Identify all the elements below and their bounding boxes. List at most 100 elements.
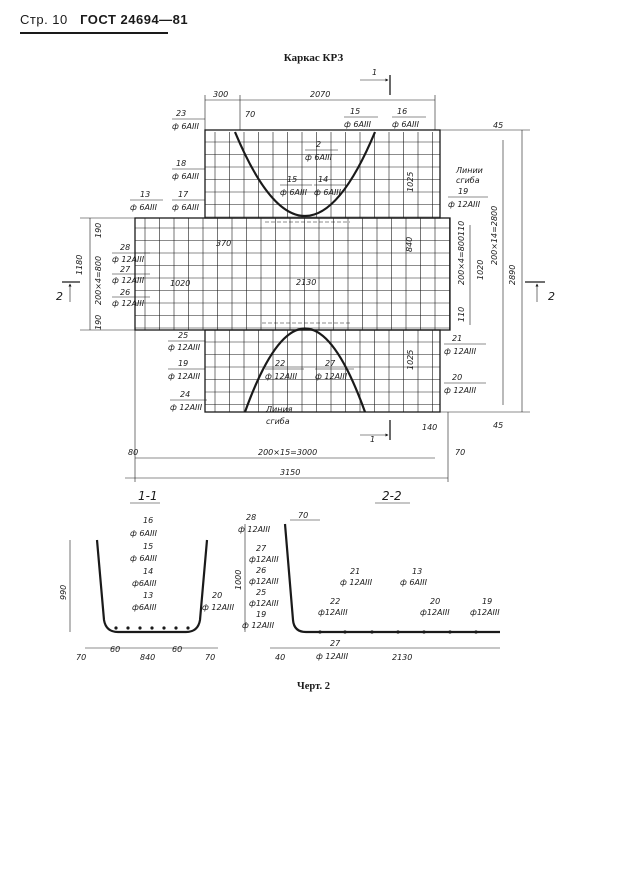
callout-19b-spec: ф 12АIII xyxy=(168,372,201,381)
section-cut-markers: 1 1 2 2 xyxy=(56,68,555,444)
callout-23-spec: ф 6АIII xyxy=(172,122,200,131)
mesh-lower-wing xyxy=(204,329,441,413)
callout-27b-num: 27 xyxy=(325,359,336,368)
dim-1-70-right: 70 xyxy=(205,653,215,662)
callout-13-spec: ф 6АIII xyxy=(130,203,158,212)
callout-14-spec: ф 6АIII xyxy=(314,188,342,197)
dim-1020-right: 1020 xyxy=(476,260,485,280)
callout-16-spec: ф 6АIII xyxy=(392,120,420,129)
mesh-upper-wing xyxy=(204,129,441,219)
s2-callout-19-num: 19 xyxy=(256,610,266,619)
s2-callout-21-num: 21 xyxy=(350,567,360,576)
s2-callout-28-num: 28 xyxy=(246,513,256,522)
dim-110-top: 110 xyxy=(457,221,466,236)
dim-45-bottom: 45 xyxy=(493,421,503,430)
dim-45-top: 45 xyxy=(493,121,503,130)
callout-17-num: 17 xyxy=(178,190,189,199)
dim-990: 990 xyxy=(59,585,68,600)
dim-2130: 2130 xyxy=(296,278,316,287)
callout-21-spec: ф 12АIII xyxy=(444,347,477,356)
s1-callout-16-num: 16 xyxy=(143,516,153,525)
dim-3150: 3150 xyxy=(280,468,300,477)
bend-label-bottom-1: Линия xyxy=(265,405,293,414)
callout-18-num: 18 xyxy=(176,159,186,168)
callout-24-num: 24 xyxy=(180,390,190,399)
s2-callout-13-spec: ф 6АIII xyxy=(400,578,428,587)
dim-840: 840 xyxy=(405,237,414,252)
callout-15b-num: 15 xyxy=(287,175,297,184)
dim-2-70: 70 xyxy=(298,511,308,520)
s2-callout-19-spec: ф 12АIII xyxy=(242,621,275,630)
s2-callout-20-num: 20 xyxy=(430,597,440,606)
callout-16-num: 16 xyxy=(397,107,407,116)
u-frame-profile xyxy=(95,539,209,634)
callout-22-num: 22 xyxy=(275,359,285,368)
callout-15a-spec: ф 6АIII xyxy=(344,120,372,129)
dim-2070: 2070 xyxy=(310,90,330,99)
dim-2-40: 40 xyxy=(275,653,285,662)
standard-code: ГОСТ 24694—81 xyxy=(80,12,189,27)
dim-140: 140 xyxy=(422,423,437,432)
s1-callout-13-spec: ф6АIII xyxy=(132,603,157,612)
section-1-1-title: 1-1 xyxy=(138,489,158,503)
cut-2-left: 2 xyxy=(56,290,63,303)
s1-callout-13-num: 13 xyxy=(143,591,153,600)
callout-27-num: 27 xyxy=(120,265,131,274)
dim-1-840: 840 xyxy=(140,653,155,662)
l-frame-profile xyxy=(283,523,500,634)
drawing-title: Каркас КРЗ xyxy=(283,52,344,64)
dim-2800: 200×14=2800 xyxy=(490,206,499,265)
callout-19a-num: 19 xyxy=(458,187,468,196)
dim-1025-bottom: 1025 xyxy=(406,350,415,370)
s2-callout-27b-num: 27 xyxy=(330,639,341,648)
dim-300: 300 xyxy=(213,90,228,99)
dim-1-60-left: 60 xyxy=(110,645,120,654)
callout-28-num: 28 xyxy=(120,243,130,252)
drawing-caption: Черт. 2 xyxy=(297,681,330,692)
s2-callout-27-spec: ф12АIII xyxy=(249,555,279,564)
dim-190-top: 190 xyxy=(94,223,103,238)
dim-1025-top: 1025 xyxy=(406,172,415,192)
mesh-wide-band xyxy=(134,217,451,331)
callout-27b-spec: ф 12АIII xyxy=(315,372,348,381)
cut-1-top: 1 xyxy=(372,68,377,77)
dim-1000: 1000 xyxy=(234,570,243,590)
dim-2890: 2890 xyxy=(508,265,517,285)
bend-label-bottom-2: сгиба xyxy=(266,417,290,426)
s2-callout-25-num: 25 xyxy=(256,588,266,597)
callout-17-spec: ф 6АIII xyxy=(172,203,200,212)
section-2-2-title: 2-2 xyxy=(382,489,402,503)
section-2-2: 2-2 1000 70 40 2130 28 ф 12АIII 27 ф12АI… xyxy=(234,489,500,662)
callout-20-num: 20 xyxy=(452,373,462,382)
plan-callouts: 23 ф 6АIII 15 ф 6АIII 16 ф 6АIII 2 ф 6АI… xyxy=(112,107,488,426)
callout-2-spec: ф 6АIII xyxy=(305,153,333,162)
s1-callout-16-spec: ф 6АIII xyxy=(130,529,158,538)
callout-19a-spec: ф 12АIII xyxy=(448,200,481,209)
dim-1-60-right: 60 xyxy=(172,645,182,654)
callout-23-num: 23 xyxy=(176,109,186,118)
callout-21-num: 21 xyxy=(452,334,462,343)
s1-callout-15-spec: ф 6АIII xyxy=(130,554,158,563)
callout-13-num: 13 xyxy=(140,190,150,199)
callout-28-spec: ф 12АIII xyxy=(112,255,145,264)
callout-25-num: 25 xyxy=(178,331,188,340)
dim-70-bottom: 70 xyxy=(455,448,465,457)
callout-14-num: 14 xyxy=(318,175,328,184)
callout-26-spec: ф 12АIII xyxy=(112,299,145,308)
callout-20-spec: ф 12АIII xyxy=(444,386,477,395)
s1-callout-14-num: 14 xyxy=(143,567,153,576)
callout-18-spec: ф 6АIII xyxy=(172,172,200,181)
callout-15b-spec: ф 6АIII xyxy=(280,188,308,197)
s2-callout-19b-num: 19 xyxy=(482,597,492,606)
s2-callout-25-spec: ф12АIII xyxy=(249,599,279,608)
callout-15a-num: 15 xyxy=(350,107,360,116)
dim-1180: 1180 xyxy=(75,255,84,275)
callout-22-spec: ф 12АIII xyxy=(265,372,298,381)
dim-370: 370 xyxy=(216,239,231,248)
s2-callout-22-spec: ф12АIII xyxy=(318,608,348,617)
s2-callout-19b-spec: ф12АIII xyxy=(470,608,500,617)
dim-80: 80 xyxy=(128,448,138,457)
s2-callout-21-spec: ф 12АIII xyxy=(340,578,373,587)
dim-190-bottom: 190 xyxy=(94,315,103,330)
